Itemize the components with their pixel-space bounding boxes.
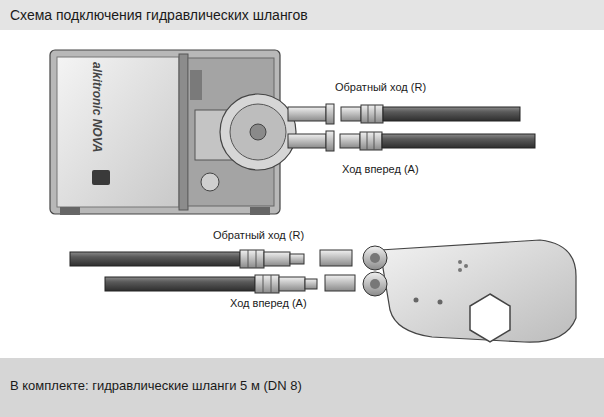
hydraulic-wrench	[363, 240, 576, 342]
caption-text: В комплекте: гидравлические шланги 5 м (…	[10, 378, 302, 393]
port-label: Ход вперед (A)	[230, 297, 307, 309]
port-label: Обратный ход (R)	[213, 229, 304, 241]
title-band	[0, 0, 604, 30]
caption-band	[0, 358, 604, 417]
port-label: Ход вперед (A)	[342, 163, 419, 175]
hose-pair-tool	[70, 250, 355, 293]
hose-pair-pump	[340, 105, 535, 150]
port-label: Обратный ход (R)	[335, 81, 426, 93]
pump-unit	[50, 50, 334, 215]
title-text: Схема подключения гидравлических шлангов	[10, 7, 308, 23]
brand-text: alkitronic NOVA	[90, 62, 104, 152]
